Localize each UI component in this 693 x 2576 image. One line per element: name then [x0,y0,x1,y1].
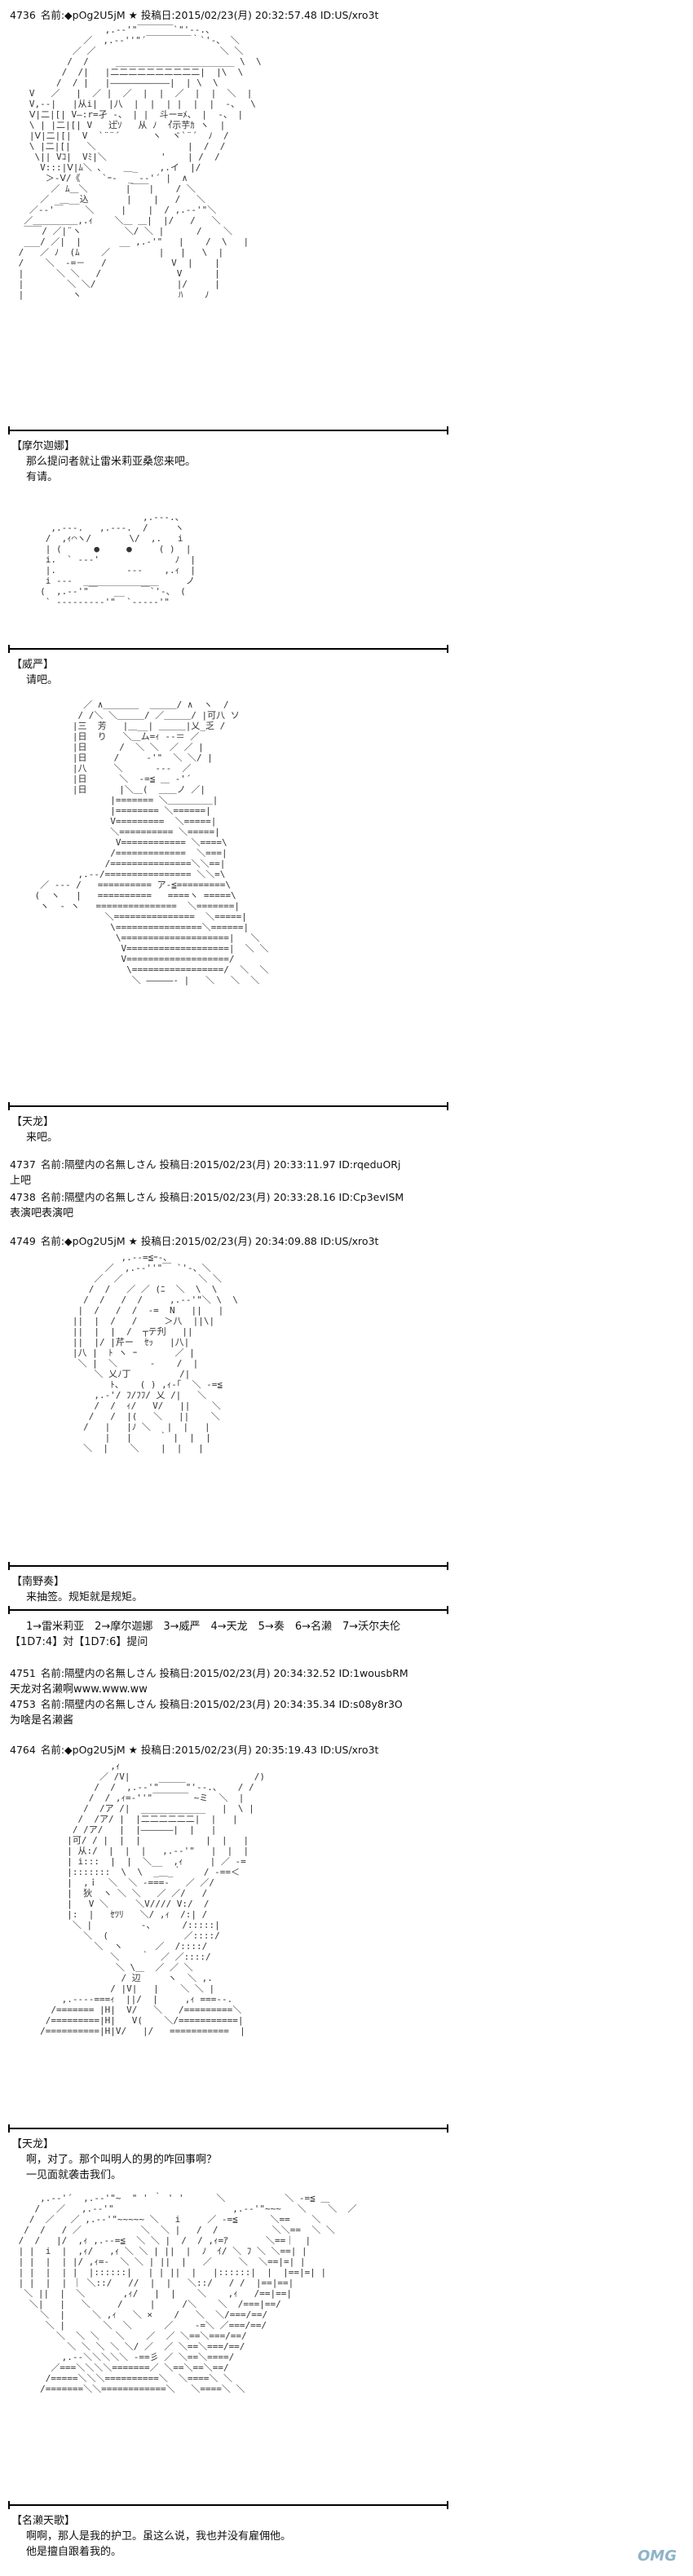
speaker-label: 【南野奏】 [11,1576,65,1588]
post-divider [8,426,448,434]
post-author: 隔壁内の名無しさん [64,1667,157,1679]
post-body: 表演吧表演吧 [10,1207,74,1220]
speaker-label: 【天龙】 [11,1116,55,1128]
ascii-art-character: ,.-‐'"￣￣￣￣`"'‐-.、 ／ ,.-‐''"´￣￣￣￣￣｀`'‐、 ＼… [18,24,262,300]
choice-list: 1→雷米莉亚 2→摩尔迦娜 3→威严 4→天龙 5→奏 6→名濑 7→沃尔夫伦 [26,1621,401,1633]
post-number: 4738 [10,1191,36,1203]
post-divider [8,2501,448,2509]
post-number: 4737 [10,1158,36,1171]
dialog-line: 啊啊，那人是我的护卫。虽这么说，我也并没有雇佣他。 [26,2530,292,2543]
ascii-art-character: ,.-‐=≦ｰ-､ ／ ,.-‐''"￣ `'‐、＼ ／ ／ ＼ ＼ / / ／… [72,1252,238,1453]
ascii-art-two-characters: ,.-‐'´ ,.-‐'"~ " ' ｀ ' ' ＼ ＼ ‐=≦ ＿ / ／ ,… [18,2193,357,2394]
post-name-label: 名前: [40,9,65,21]
post-name-label: 名前: [40,1158,65,1171]
post-author: 隔壁内の名無しさん [64,1191,157,1203]
post-date: 投稿日:2015/02/23(月) 20:32:57.48 [140,9,317,21]
post-header: 4749 名前:◆pOg2U5jM ★ 投稿日:2015/02/23(月) 20:… [10,1233,378,1248]
post-header: 4753 名前:隔壁内の名無しさん 投稿日:2015/02/23(月) 20:34… [10,1696,403,1711]
post-divider [8,645,448,653]
post-divider [8,1606,448,1614]
post-date: 投稿日:2015/02/23(月) 20:34:09.88 [140,1235,317,1247]
speaker-label: 【威严】 [11,659,55,671]
post-id: ID:s08y8r3O [338,1698,403,1710]
dialog-line: 来吧。 [26,1131,59,1144]
post-author: 隔壁内の名無しさん [64,1158,157,1171]
post-id: ID:US/xro3t [320,9,379,21]
post-divider [8,2124,448,2133]
post-date: 投稿日:2015/02/23(月) 20:34:35.34 [159,1698,336,1710]
post-id: ID:Cp3evISM [338,1191,404,1203]
post-id: ID:US/xro3t [320,1235,379,1247]
post-name-label: 名前: [40,1191,65,1203]
post-date: 投稿日:2015/02/23(月) 20:33:28.16 [159,1191,336,1203]
post-name-label: 名前: [40,1698,65,1710]
post-divider [8,1562,448,1570]
post-number: 4753 [10,1698,36,1710]
post-divider [8,1102,448,1110]
dialog-line: 一见面就袭击我们。 [26,2169,122,2181]
post-body: 上吧 [10,1175,32,1187]
post-number: 4764 [10,1744,36,1756]
dialog-line: 有请。 [26,471,59,483]
ascii-art-character: ,ｨ ／ /V| /) / / ,.-‐'"￣￣￣"'‐-.、 / / / / … [40,1761,266,2036]
post-body: 为啥是名濑酱 [10,1714,74,1727]
dialog-line: 啊，对了。那个叫明人的男的咋回事啊？ [26,2154,218,2166]
post-header: 4736 名前:◆pOg2U5jM ★ 投稿日:2015/02/23(月) 20:… [10,7,378,22]
post-body: 天龙对名濑啊www.www.ww [10,1683,148,1696]
post-header: 4738 名前:隔壁内の名無しさん 投稿日:2015/02/23(月) 20:33… [10,1189,404,1204]
post-date: 投稿日:2015/02/23(月) 20:34:32.52 [159,1667,336,1679]
dialog-line: 请吧。 [26,674,59,686]
ascii-art-character: ／ ∧＿＿＿＿ ＿＿＿/ ∧ ヽ / / /＼ ＼＿＿＿/ ／＿＿＿/ |可八 … [34,699,269,986]
speaker-label: 【摩尔迦娜】 [11,440,76,452]
dice-result: 【1D7:4】対【1D7:6】提问 [10,1636,148,1648]
post-name-label: 名前: [40,1235,65,1247]
post-name-label: 名前: [40,1744,65,1756]
post-author: ◆pOg2U5jM ★ [64,9,138,21]
post-id: ID:1wousbRM [338,1667,408,1679]
post-number: 4751 [10,1667,36,1679]
post-date: 投稿日:2015/02/23(月) 20:35:19.43 [140,1744,317,1756]
post-name-label: 名前: [40,1667,65,1679]
post-id: ID:rqeduORj [338,1158,401,1171]
post-header: 4737 名前:隔壁内の名無しさん 投稿日:2015/02/23(月) 20:33… [10,1156,400,1171]
post-author: ◆pOg2U5jM ★ [64,1744,138,1756]
post-header: 4751 名前:隔壁内の名無しさん 投稿日:2015/02/23(月) 20:34… [10,1665,408,1680]
dialog-line: 来抽签。规矩就是规矩。 [26,1591,143,1603]
dialog-line: 那么提问者就让雷米莉亚桑您来吧。 [26,456,196,468]
post-number: 4749 [10,1235,36,1247]
speaker-label: 【天龙】 [11,2138,55,2150]
post-author: 隔壁内の名無しさん [64,1698,157,1710]
watermark-logo: OMG [638,2547,677,2565]
speaker-label: 【名濑天歌】 [11,2515,76,2527]
post-author: ◆pOg2U5jM ★ [64,1235,138,1247]
post-date: 投稿日:2015/02/23(月) 20:33:11.97 [159,1158,336,1171]
ascii-art-creature: ,.-‐-.、 ,.-‐-. ,.-‐-. / ヽ / ,ｨ⌒ヽ/ \/ ,. … [40,512,196,607]
post-number: 4736 [10,9,36,21]
dialog-line: 他是擅自跟着我的。 [26,2546,122,2558]
post-header: 4764 名前:◆pOg2U5jM ★ 投稿日:2015/02/23(月) 20:… [10,1741,378,1757]
post-id: ID:US/xro3t [320,1744,379,1756]
